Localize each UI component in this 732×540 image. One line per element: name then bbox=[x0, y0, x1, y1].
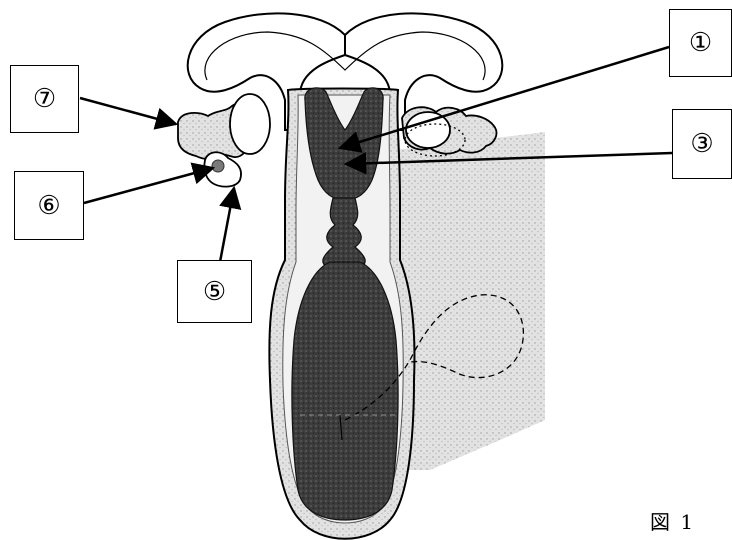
label-box-6: ⑥ bbox=[14, 171, 84, 240]
label-box-5: ⑤ bbox=[177, 260, 252, 323]
left-vesicle bbox=[230, 94, 270, 154]
label-box-7: ⑦ bbox=[10, 65, 79, 133]
figure-caption: 図 1 bbox=[650, 506, 695, 535]
arrow-7 bbox=[80, 98, 176, 124]
side-tissue bbox=[395, 132, 545, 470]
label-box-3: ③ bbox=[672, 109, 732, 179]
label-box-1: ① bbox=[669, 9, 732, 77]
label-7-text: ⑦ bbox=[33, 84, 56, 114]
lower-dark-body bbox=[292, 262, 398, 520]
label-1-text: ① bbox=[689, 28, 712, 58]
arrow-5 bbox=[220, 188, 234, 262]
arrow-6 bbox=[84, 168, 213, 203]
label-3-text: ③ bbox=[690, 129, 713, 159]
label-5-text: ⑤ bbox=[203, 277, 226, 307]
left-dot bbox=[212, 160, 224, 172]
label-6-text: ⑥ bbox=[37, 191, 60, 221]
